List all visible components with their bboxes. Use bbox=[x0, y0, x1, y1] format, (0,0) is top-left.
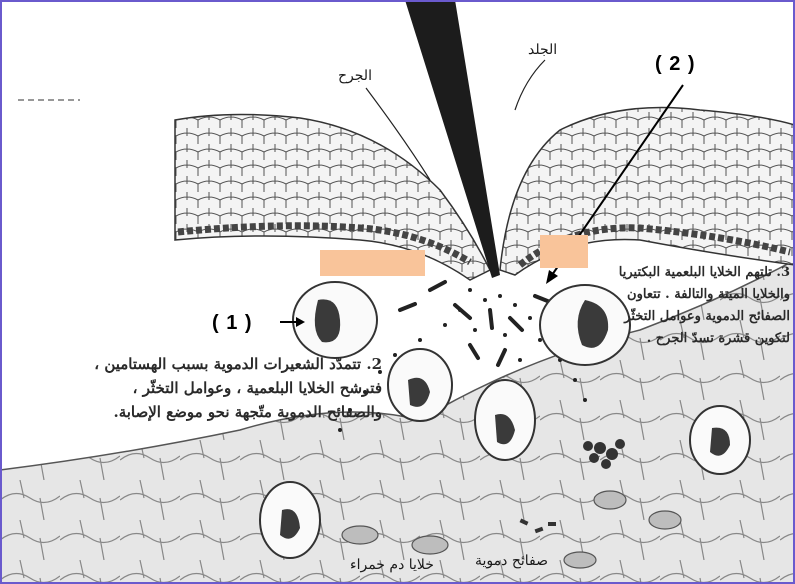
step2-line-1: 2. تتمدّد الشعيرات الدموية بسبب الهستامي… bbox=[2, 352, 382, 376]
step3-line-3: الصفائح الدموية وعوامل التخثّر bbox=[580, 306, 790, 328]
answer-box-left bbox=[320, 250, 425, 276]
step3-line-2: والخلايا الميتة والتالفة . تتعاون bbox=[580, 284, 790, 306]
macrophage-bottom-left bbox=[260, 482, 320, 558]
marker-1: ( 1 ) bbox=[212, 312, 253, 335]
step3-line-1: 3. تلتهم الخلايا البلعمية البكتيريا bbox=[580, 262, 790, 284]
step3-line-4: لتكوين قشرة تسدّ الجرح . bbox=[580, 328, 790, 350]
label-platelets: صفائح دموية bbox=[475, 553, 548, 569]
macrophage-right-low bbox=[690, 406, 750, 474]
description-step-3: 3. تلتهم الخلايا البلعمية البكتيريا والخ… bbox=[580, 262, 790, 350]
macrophage-left bbox=[293, 282, 377, 358]
label-wound: الجرح bbox=[338, 68, 372, 84]
label-skin: الجلد bbox=[528, 42, 557, 58]
description-step-2: 2. تتمدّد الشعيرات الدموية بسبب الهستامي… bbox=[2, 352, 382, 424]
step2-line-3: والصفائح الدموية متّجهة نحو موضع الإصابة… bbox=[2, 400, 382, 424]
step2-line-2: فترشح الخلايا البلعمية ، وعوامل التخثّر … bbox=[2, 376, 382, 400]
marker-2: ( 2 ) bbox=[655, 53, 696, 76]
label-red-blood-cells: خلايا دم حمراء bbox=[350, 557, 434, 573]
macrophage-lower bbox=[475, 380, 535, 460]
macrophage-center bbox=[388, 349, 452, 421]
